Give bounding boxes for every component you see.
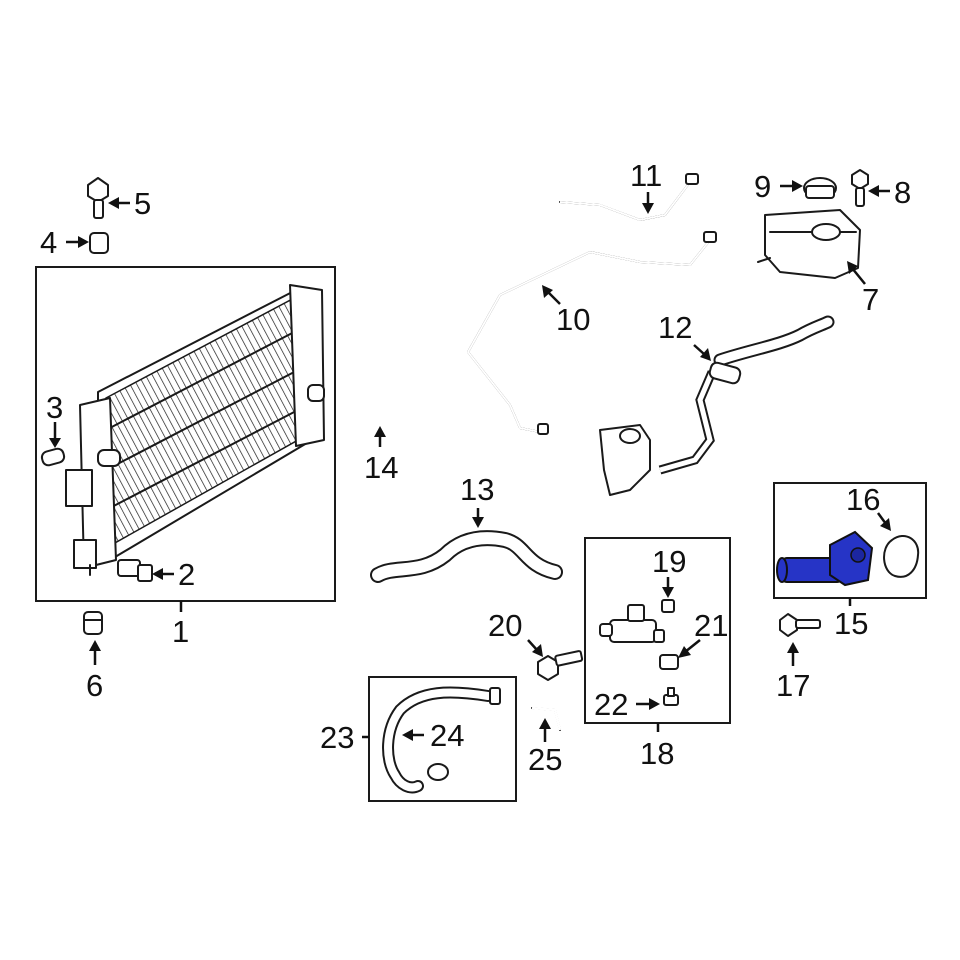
- part-15-thermostat-housing[interactable]: [776, 530, 874, 587]
- callout-5: 5: [134, 186, 151, 221]
- callout-15: 15: [834, 606, 868, 641]
- part-16-gasket[interactable]: [883, 535, 920, 578]
- part-21-connector[interactable]: [659, 654, 679, 670]
- callout-3: 3: [46, 390, 63, 425]
- callout-1: 1: [172, 614, 189, 649]
- callout-2: 2: [178, 557, 195, 592]
- callout-23: 23: [320, 720, 354, 755]
- callout-17: 17: [776, 668, 810, 703]
- part-3-plug[interactable]: [40, 447, 66, 467]
- callout-12: 12: [658, 310, 692, 345]
- callout-11: 11: [630, 158, 662, 193]
- part-25-pipe[interactable]: [531, 706, 562, 731]
- part-11-coolant-line[interactable]: [559, 173, 699, 222]
- part-14-hose[interactable]: [356, 352, 408, 432]
- part-19-clip[interactable]: [661, 599, 675, 613]
- hose-group-box: [368, 676, 517, 802]
- part-18-valve[interactable]: [599, 604, 665, 643]
- part-10-coolant-line[interactable]: [466, 231, 717, 435]
- part-6-bushing[interactable]: [83, 611, 103, 635]
- part-22-fastener[interactable]: [663, 687, 679, 706]
- callout-labels: 1 2 3 4 5 6 7 8 9 10 11 12 13 14 15 16 1…: [40, 158, 911, 777]
- callout-14: 14: [364, 450, 398, 485]
- leader-lines: [49, 180, 891, 742]
- callout-18: 18: [640, 736, 674, 771]
- callout-24: 24: [430, 718, 464, 753]
- callout-8: 8: [894, 175, 911, 210]
- callout-13: 13: [460, 472, 494, 507]
- part-24-hose[interactable]: [382, 686, 501, 794]
- part-13-hose[interactable]: [370, 530, 563, 583]
- callout-20: 20: [488, 608, 522, 643]
- callout-16: 16: [846, 482, 880, 517]
- radiator-group-box: [35, 266, 336, 602]
- part-4-bushing[interactable]: [89, 232, 109, 254]
- callout-22: 22: [594, 687, 628, 722]
- part-9-cap[interactable]: [803, 177, 837, 199]
- part-5-bolt[interactable]: [87, 177, 109, 219]
- part-20-bolt[interactable]: [537, 650, 584, 681]
- callout-6: 6: [86, 668, 103, 703]
- callout-10: 10: [556, 302, 590, 337]
- part-7-coolant-reservoir[interactable]: [757, 209, 861, 279]
- callout-21: 21: [694, 608, 728, 643]
- part-8-bolt[interactable]: [851, 169, 869, 207]
- callout-19: 19: [652, 544, 686, 579]
- radiator-drawing[interactable]: [65, 284, 325, 576]
- callout-7: 7: [862, 282, 879, 317]
- callout-25: 25: [528, 742, 562, 777]
- part-12-hose-assembly[interactable]: [599, 315, 835, 496]
- callout-9: 9: [754, 169, 771, 204]
- callout-4: 4: [40, 225, 57, 260]
- part-17-bolt[interactable]: [779, 613, 821, 637]
- part-2-sensor[interactable]: [117, 559, 153, 582]
